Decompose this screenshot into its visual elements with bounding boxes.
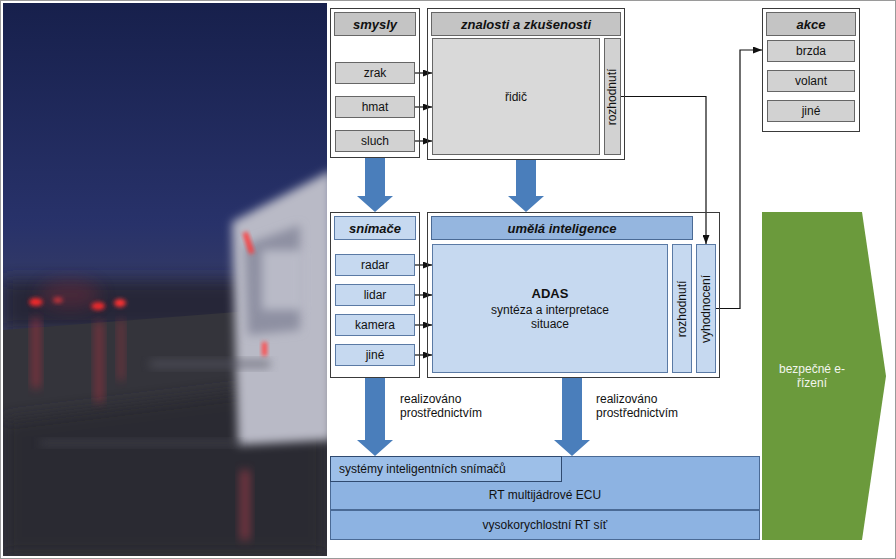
node-label: jiné bbox=[802, 104, 821, 118]
group-heading: snímače bbox=[334, 216, 416, 240]
smart-sensor-band: systémy inteligentních snímačů bbox=[330, 456, 562, 482]
signal-arrow bbox=[415, 264, 432, 265]
driver-box: řidič bbox=[432, 38, 600, 155]
ai-group: umělá inteligenceADAS syntéza a interpret… bbox=[427, 212, 720, 378]
sensor-box: radar bbox=[335, 254, 415, 276]
node-label: řidič bbox=[505, 90, 527, 104]
node-label: syntéza a interpretace situace bbox=[485, 303, 615, 331]
signal-arrow bbox=[415, 324, 432, 325]
node-label: jiné bbox=[366, 348, 385, 362]
senses-group: smysly zrak hmat sluch bbox=[330, 8, 420, 158]
node-label: kamera bbox=[355, 318, 395, 332]
block-arrow bbox=[357, 378, 393, 456]
group-heading: umělá inteligence bbox=[431, 216, 693, 240]
photo-content bbox=[3, 3, 327, 556]
block-arrow bbox=[357, 158, 393, 212]
sensors-group: snímače radar lidar kamera jiné bbox=[330, 212, 420, 378]
node-label: lidar bbox=[364, 288, 387, 302]
node-label: rozhodnutí bbox=[675, 280, 689, 337]
sense-box: hmat bbox=[335, 96, 415, 118]
action-box: jiné bbox=[767, 100, 855, 122]
action-box: brzda bbox=[767, 40, 855, 62]
node-label: ADAS bbox=[532, 286, 569, 301]
signal-arrow bbox=[716, 50, 762, 309]
ecu-band: RT multijádrové ECU systémy inteligentníc… bbox=[330, 456, 760, 510]
node-label: vyhodnocení bbox=[699, 274, 713, 342]
node-label: hmat bbox=[362, 100, 389, 114]
signal-arrow bbox=[415, 140, 432, 141]
sensor-box: kamera bbox=[335, 314, 415, 336]
decision-bar: rozhodnutí bbox=[604, 38, 621, 155]
signal-arrow bbox=[415, 106, 432, 107]
actions-group: akce brzda volant jiné bbox=[762, 8, 860, 132]
node-label: radar bbox=[361, 258, 389, 272]
node-label: vysokorychlostní RT síť bbox=[483, 518, 608, 532]
signal-arrow bbox=[415, 294, 432, 295]
decision-bar: rozhodnutí bbox=[672, 244, 692, 373]
node-label: zrak bbox=[364, 66, 387, 80]
network-band: vysokorychlostní RT síť bbox=[330, 510, 760, 540]
edge-label: realizováno prostřednictvím bbox=[398, 392, 502, 420]
node-label: RT multijádrové ECU bbox=[489, 488, 601, 502]
knowledge-group: znalosti a zkušenosti řidič rozhodnutí bbox=[427, 8, 625, 160]
node-label: bezpečné e-řízení bbox=[777, 362, 847, 390]
outcome-arrow: bezpečné e-řízení bbox=[762, 212, 886, 540]
node-label: volant bbox=[795, 74, 827, 88]
node-label: brzda bbox=[796, 44, 826, 58]
group-heading: akce bbox=[766, 12, 856, 36]
node-label: systémy inteligentních snímačů bbox=[339, 462, 506, 476]
sensor-box: lidar bbox=[335, 284, 415, 306]
arrow-shape bbox=[762, 212, 886, 540]
evaluation-bar: vyhodnocení bbox=[696, 244, 716, 373]
block-arrow bbox=[554, 378, 590, 456]
sensor-box: jiné bbox=[335, 344, 415, 366]
action-box: volant bbox=[767, 70, 855, 92]
group-heading: znalosti a zkušenosti bbox=[431, 12, 621, 36]
sense-box: zrak bbox=[335, 62, 415, 84]
edge-label: realizováno prostřednictvím bbox=[594, 392, 698, 420]
group-heading: smysly bbox=[334, 12, 416, 36]
node-label: sluch bbox=[361, 134, 389, 148]
signal-arrow bbox=[415, 72, 432, 73]
signal-arrow bbox=[415, 354, 432, 355]
node-label: rozhodnutí bbox=[606, 68, 620, 125]
sense-box: sluch bbox=[335, 130, 415, 152]
block-arrow bbox=[508, 160, 544, 212]
adas-box: ADAS syntéza a interpretace situace bbox=[432, 244, 668, 373]
